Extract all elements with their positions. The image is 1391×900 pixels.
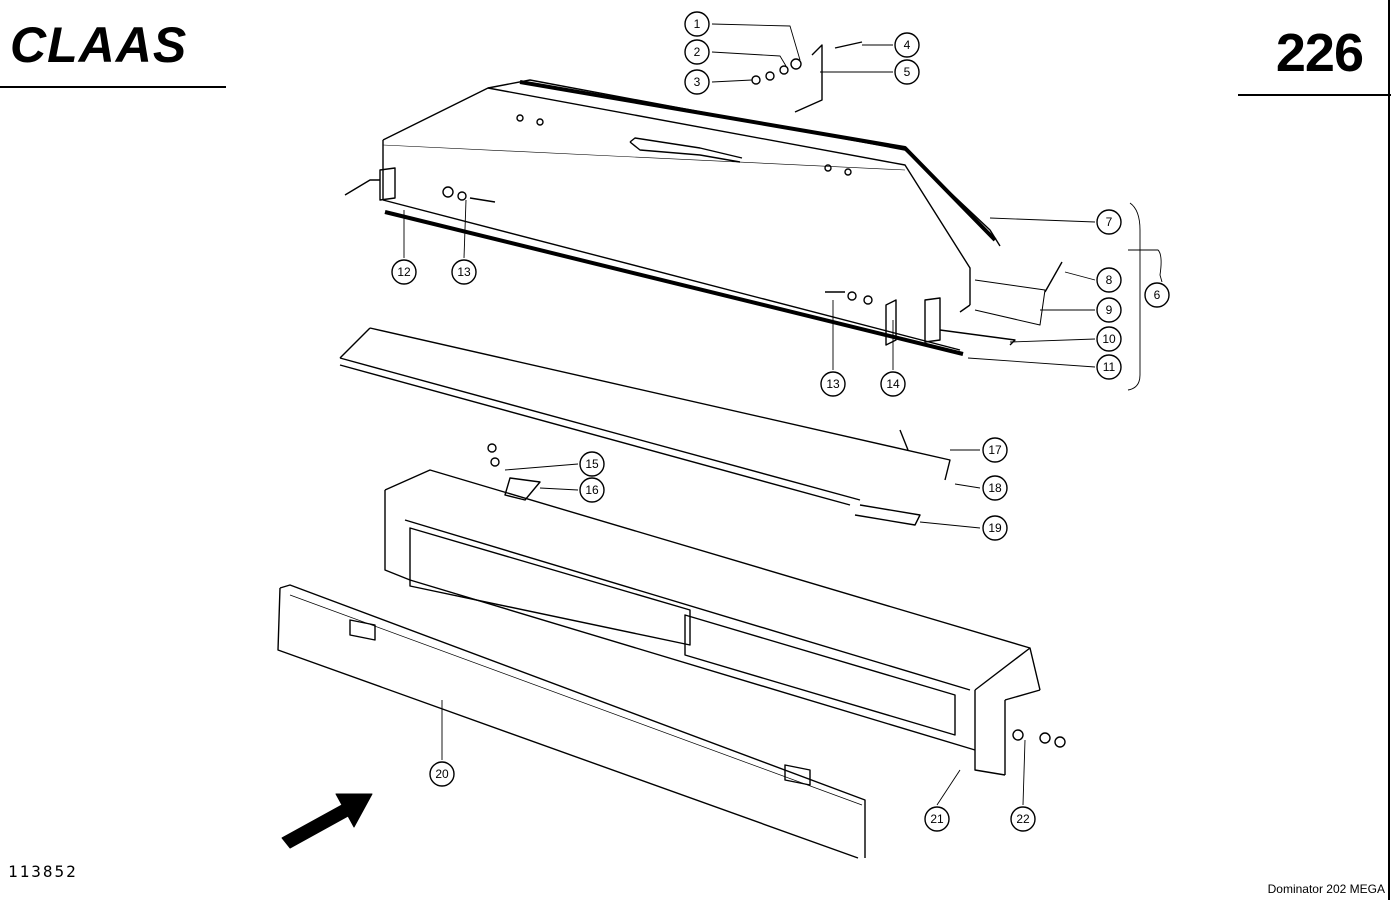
svg-text:13: 13 <box>457 265 471 279</box>
callout-16: 16 <box>579 477 605 503</box>
svg-text:20: 20 <box>435 767 449 781</box>
callout-7: 7 <box>1096 209 1122 235</box>
frame-border-right <box>1388 0 1390 900</box>
svg-text:4: 4 <box>904 38 911 52</box>
callout-15: 15 <box>579 451 605 477</box>
svg-text:14: 14 <box>886 377 900 391</box>
callout-12: 12 <box>391 259 417 285</box>
callout-4: 4 <box>894 32 920 58</box>
svg-text:22: 22 <box>1016 812 1030 826</box>
svg-text:3: 3 <box>694 75 701 89</box>
callout-1: 1 <box>684 11 710 37</box>
brand-logo: CLAAS <box>10 22 187 68</box>
svg-text:21: 21 <box>930 812 944 826</box>
callout-22: 22 <box>1010 806 1036 832</box>
svg-text:16: 16 <box>585 483 599 497</box>
callout-19: 19 <box>982 515 1008 541</box>
lower-frame <box>384 469 1041 776</box>
header-rule-left <box>0 86 226 88</box>
callout-10: 10 <box>1096 326 1122 352</box>
model-name: Dominator 202 MEGA <box>1267 882 1385 896</box>
svg-text:17: 17 <box>988 443 1002 457</box>
svg-text:19: 19 <box>988 521 1002 535</box>
svg-text:11: 11 <box>1103 360 1116 374</box>
callout-11: 11 <box>1096 354 1122 380</box>
svg-text:18: 18 <box>988 481 1002 495</box>
svg-text:7: 7 <box>1106 215 1113 229</box>
brand-logo-text: CLAAS <box>10 22 187 68</box>
svg-text:15: 15 <box>585 457 599 471</box>
svg-text:12: 12 <box>397 265 411 279</box>
leader-lines <box>403 23 1163 806</box>
callout-8: 8 <box>1096 267 1122 293</box>
callout-20: 20 <box>429 761 455 787</box>
callout-6: 6 <box>1144 282 1170 308</box>
callout-14: 14 <box>880 371 906 397</box>
callout-17: 17 <box>982 437 1008 463</box>
svg-text:10: 10 <box>1102 332 1116 346</box>
perforated-screen <box>339 327 951 526</box>
callout-5: 5 <box>894 59 920 85</box>
callout-9: 9 <box>1096 297 1122 323</box>
svg-text:8: 8 <box>1106 273 1113 287</box>
callout-3: 3 <box>684 69 710 95</box>
upper-housing <box>344 79 1046 356</box>
svg-text:13: 13 <box>826 377 840 391</box>
svg-text:9: 9 <box>1106 303 1113 317</box>
svg-text:2: 2 <box>694 45 701 59</box>
drawing-number: 113852 <box>8 862 78 881</box>
page-number: 226 <box>1275 23 1364 83</box>
hardware-parts <box>442 41 1066 748</box>
svg-text:6: 6 <box>1154 288 1161 302</box>
direction-arrow <box>281 793 373 849</box>
callout-13-upper: 13 <box>451 259 477 285</box>
callout-21: 21 <box>924 806 950 832</box>
callout-18: 18 <box>982 475 1008 501</box>
deflector-plate <box>277 584 866 859</box>
callout-13-lower: 13 <box>820 371 846 397</box>
callout-2: 2 <box>684 39 710 65</box>
header-rule-right <box>1238 94 1391 96</box>
svg-text:5: 5 <box>904 65 911 79</box>
svg-text:1: 1 <box>694 17 701 31</box>
